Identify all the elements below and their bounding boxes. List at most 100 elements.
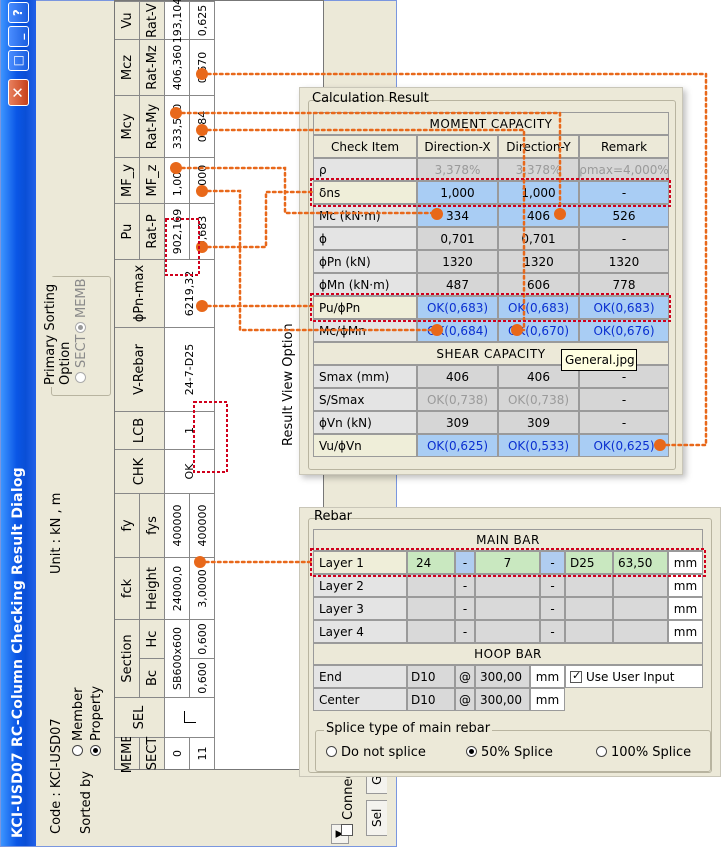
cell-fy[interactable]: 400000 — [165, 493, 190, 557]
vu-phivn-x: OK(0,625) — [417, 434, 498, 457]
cell-vu[interactable]: 193,104 — [165, 0, 190, 43]
radio-selected-icon — [466, 746, 477, 757]
minimize-button[interactable]: _ — [8, 26, 29, 47]
cell-section-name[interactable]: SB600x600 — [165, 619, 190, 697]
phipn-x: 1320 — [417, 250, 498, 273]
hdr-height: Height — [140, 557, 165, 619]
cell-rat-v[interactable]: 0,625 — [190, 1, 215, 39]
row-label-pu-phipn: Pu/ϕPn — [313, 296, 417, 319]
cell-memb[interactable]: 0 — [165, 737, 190, 769]
layer-2-count-2[interactable] — [475, 574, 540, 597]
hoop-center-diameter[interactable]: D10 — [407, 688, 455, 711]
layer-2-sep-1: - — [455, 574, 475, 597]
use-user-input-checkbox[interactable]: ✓ Use User Input — [565, 665, 703, 688]
hdr-vu: Vu — [115, 1, 140, 39]
cell-mcz[interactable]: 406,360 — [165, 39, 190, 95]
hdr-sel: SEL — [115, 697, 165, 737]
help-button[interactable]: ? — [8, 2, 29, 23]
layer-3-count-2[interactable] — [475, 597, 540, 620]
row-label-vu-phivn: Vu/ϕVn — [313, 434, 417, 457]
layer-4-count-1[interactable] — [407, 620, 455, 643]
checkbox-icon[interactable] — [341, 824, 353, 836]
sort-memb-radio[interactable]: MEMB — [74, 278, 89, 333]
layer-1-cover[interactable]: 63,50 — [613, 551, 668, 574]
splice-100-radio[interactable]: 100% Splice — [596, 745, 691, 760]
cell-bc[interactable]: 0,600 — [190, 658, 215, 697]
cell-height[interactable]: 3,0000 — [190, 557, 215, 619]
row-label-phimn: ϕMn (kN·m) — [313, 273, 417, 296]
hoop-center-at: @ — [455, 688, 475, 711]
hdr-chk: CHK — [115, 449, 165, 493]
cell-hc[interactable]: 0,600 — [190, 619, 215, 658]
hoop-end-diameter[interactable]: D10 — [407, 665, 455, 688]
hdr-section: Section — [115, 619, 140, 697]
layer-2-diameter[interactable] — [565, 574, 613, 597]
cell-rat-mz[interactable]: 0,670 — [190, 39, 215, 95]
phivn-y: 309 — [498, 411, 579, 434]
cell-mfy[interactable]: 1,000 — [165, 157, 190, 203]
code-label: Code : KCI-USD07 — [49, 718, 64, 834]
splice-50-radio[interactable]: 50% Splice — [466, 745, 553, 760]
sort-member-radio[interactable]: Member — [71, 688, 86, 756]
smax-x: 406 — [417, 365, 498, 388]
row-label-phivn: ϕVn (kN) — [313, 411, 417, 434]
layer-3-label: Layer 3 — [313, 597, 407, 620]
cell-mfz[interactable]: 1,000 — [190, 157, 215, 203]
layer-1-count-1[interactable]: 24 — [407, 551, 455, 574]
close-button[interactable]: ✕ — [8, 79, 29, 106]
cell-rat-p[interactable]: 0,683 — [190, 203, 215, 259]
layer-4-cover[interactable] — [613, 620, 668, 643]
layer-2-count-1[interactable] — [407, 574, 455, 597]
cell-rat-my[interactable]: 0,684 — [190, 95, 215, 157]
cell-pu[interactable]: 902,169 — [165, 203, 190, 259]
tab-sel[interactable]: Sel — [366, 799, 387, 836]
sort-sect-radio[interactable]: SECT — [74, 335, 89, 383]
hdr-rat-my: Rat-My — [140, 95, 165, 157]
hoop-center-unit: mm — [530, 688, 565, 711]
hoop-end-at: @ — [455, 665, 475, 688]
primary-sorting-option: Primary Sorting Option SECT MEMB — [43, 276, 111, 396]
pu-phipn-x: OK(0,683) — [417, 296, 498, 319]
checkbox-checked-icon[interactable]: ✓ — [570, 668, 582, 683]
cell-chk[interactable]: OK — [165, 449, 215, 493]
phimn-remark: 778 — [579, 273, 669, 296]
layer-4-count-2[interactable] — [475, 620, 540, 643]
maximize-button[interactable]: □ — [8, 50, 29, 71]
layer-4-diameter[interactable] — [565, 620, 613, 643]
rebar-frame — [308, 518, 712, 773]
layer-2-cover[interactable] — [613, 574, 668, 597]
layer-3-count-1[interactable] — [407, 597, 455, 620]
splice-none-radio[interactable]: Do not splice — [326, 745, 426, 760]
dialog-info: Code : KCI-USD07 Unit : kN , m Sorted by… — [49, 334, 109, 834]
row-label-mc: Mc (kN·m) — [313, 204, 417, 227]
selection-checkbox-icon[interactable] — [183, 711, 196, 724]
layer-2-sep-2: - — [540, 574, 565, 597]
row-label-phipn: ϕPn (kN) — [313, 250, 417, 273]
cell-sel[interactable] — [165, 697, 215, 737]
sort-property-radio[interactable]: Property — [89, 686, 104, 756]
hdr-bc: Bc — [140, 658, 165, 697]
layer-3-diameter[interactable] — [565, 597, 613, 620]
hoop-end-spacing[interactable]: 300,00 — [475, 665, 530, 688]
cell-phipn-max[interactable]: 6219,32 — [165, 259, 215, 327]
layer-1-sep-1: - — [455, 551, 475, 574]
cell-fys[interactable]: 400000 — [190, 493, 215, 557]
phimn-x: 487 — [417, 273, 498, 296]
cell-fck[interactable]: 24000,0 — [165, 557, 190, 619]
cell-lcb[interactable]: 1 — [165, 411, 215, 449]
rho-remark: ρmax=4,000% — [579, 158, 669, 181]
col-direction-x: Direction-X — [417, 135, 498, 158]
hoop-end-label: End — [313, 665, 407, 688]
mc-phimn-x: OK(0,684) — [417, 319, 498, 342]
layer-1-diameter[interactable]: D25 — [565, 551, 613, 574]
radio-icon — [596, 746, 607, 757]
hoop-center-spacing[interactable]: 300,00 — [475, 688, 530, 711]
cell-mcy[interactable]: 333,570 — [165, 95, 190, 157]
moment-capacity-header: MOMENT CAPACITY — [313, 112, 669, 135]
hdr-fys: fys — [140, 493, 165, 557]
cell-sect[interactable]: 11 — [190, 737, 215, 769]
layer-1-count-2[interactable]: 7 — [475, 551, 540, 574]
layer-3-cover[interactable] — [613, 597, 668, 620]
cell-vrebar[interactable]: 24-7-D25 — [165, 327, 215, 411]
hdr-fy: fy — [115, 493, 140, 557]
